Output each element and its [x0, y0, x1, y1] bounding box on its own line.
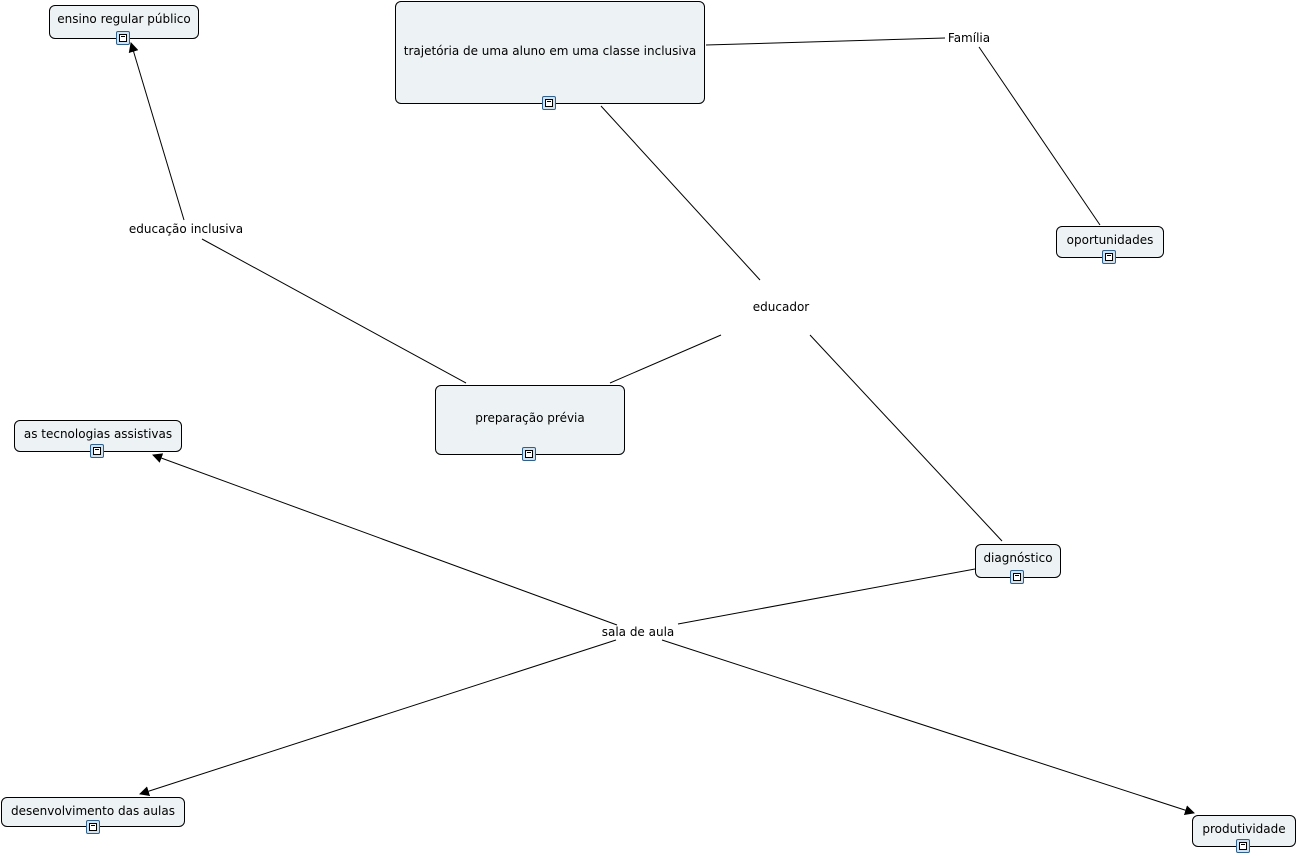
document-icon[interactable]: [522, 447, 536, 461]
concept-label: produtividade: [1202, 822, 1286, 836]
line-diagnostico-sala-de-aula: [677, 568, 976, 625]
line-preparacao-educacao-inclusiva: [201, 238, 467, 384]
document-icon[interactable]: [1102, 250, 1116, 264]
concept-label: trajetória de uma aluno em uma classe in…: [403, 43, 697, 58]
linking-phrase-educacao-inclusiva[interactable]: educação inclusiva: [128, 222, 244, 236]
arrow-sala-de-aula-produtividade: [661, 639, 1195, 815]
document-icon[interactable]: [86, 820, 100, 834]
linking-phrase-sala-de-aula[interactable]: sala de aula: [601, 625, 675, 639]
line-trajetoria-familia: [705, 37, 946, 46]
concept-label: preparação prévia: [475, 411, 585, 425]
line-educador-preparacao: [609, 334, 722, 384]
concept-label: oportunidades: [1066, 233, 1154, 247]
concept-desenvolvimento-das-aulas[interactable]: desenvolvimento das aulas: [1, 797, 185, 827]
concept-label: as tecnologias assistivas: [23, 427, 173, 441]
linking-phrase-familia[interactable]: Família: [947, 31, 991, 45]
linking-phrase-educador[interactable]: educador: [752, 300, 810, 314]
concept-preparacao-previa[interactable]: preparação prévia: [435, 385, 625, 455]
document-icon[interactable]: [1236, 839, 1250, 853]
concept-label: diagnóstico: [983, 551, 1053, 565]
document-icon[interactable]: [90, 444, 104, 458]
arrow-sala-de-aula-tecnologias: [152, 453, 618, 626]
concept-trajetoria[interactable]: trajetória de uma aluno em uma classe in…: [395, 1, 705, 104]
line-trajetoria-educador: [600, 105, 761, 281]
line-familia-oportunidades: [978, 46, 1101, 226]
arrow-educacao-inclusiva-ensino-regular: [128, 42, 185, 221]
document-icon[interactable]: [1010, 570, 1024, 584]
arrow-sala-de-aula-desenvolvimento: [139, 639, 617, 796]
document-icon[interactable]: [116, 31, 130, 45]
document-icon[interactable]: [542, 96, 556, 110]
concept-label: desenvolvimento das aulas: [11, 804, 175, 818]
concept-produtividade[interactable]: produtividade: [1192, 815, 1296, 847]
line-educador-diagnostico: [809, 334, 1003, 542]
concept-label: ensino regular público: [57, 12, 191, 26]
